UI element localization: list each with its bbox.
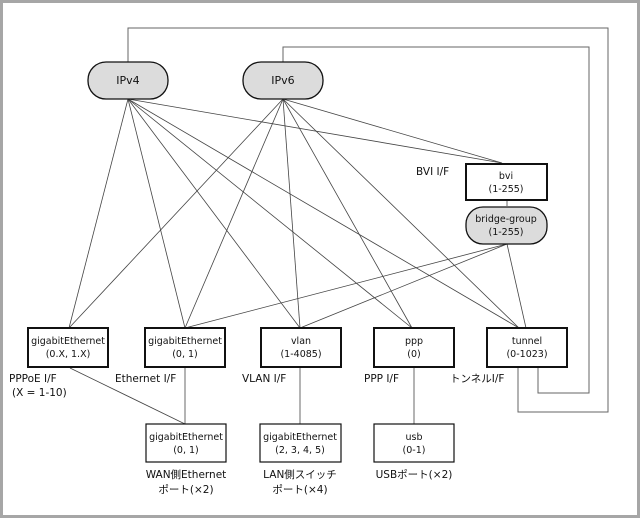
- edge-ipv6-vlan: [282, 98, 301, 329]
- node-tunnel-range: (0-1023): [506, 349, 547, 360]
- node-vlan-range: (1-4085): [280, 349, 321, 360]
- node-ge-pppoe[interactable]: gigabitEthernet (0.X, 1.X): [27, 327, 109, 368]
- node-ge-eth-range: (0, 1): [172, 349, 198, 360]
- edge-ipv4-ge-pppoe: [68, 98, 129, 329]
- node-lan-range: (2, 3, 4, 5): [275, 445, 325, 456]
- node-bridge-name: bridge-group: [475, 214, 537, 225]
- caption-usb: USBポート(×2): [376, 469, 453, 481]
- node-ipv6[interactable]: IPv6: [242, 61, 324, 100]
- node-lan-name: gigabitEthernet: [263, 432, 337, 443]
- node-ge-eth[interactable]: gigabitEthernet (0, 1): [144, 327, 226, 368]
- caption-lan-2: ポート(×4): [272, 484, 327, 496]
- node-vlan[interactable]: vlan (1-4085): [260, 327, 342, 368]
- caption-vlan: VLAN I/F: [242, 373, 286, 385]
- caption-ethernet: Ethernet I/F: [115, 373, 176, 385]
- edge-bridge-vlan: [299, 243, 508, 329]
- edge-ipv4-vlan: [127, 98, 301, 329]
- edge-ipv6-bvi: [282, 98, 503, 164]
- caption-bvi: BVI I/F: [416, 166, 449, 178]
- node-usb-range: (0-1): [403, 445, 426, 456]
- node-tunnel[interactable]: tunnel (0-1023): [486, 327, 568, 368]
- caption-wan-2: ポート(×2): [158, 484, 213, 496]
- node-ppp-name: ppp: [405, 336, 423, 347]
- edge-bridge-tunnel: [506, 243, 527, 329]
- node-ge-eth-name: gigabitEthernet: [148, 336, 222, 347]
- node-bridge-group[interactable]: bridge-group (1-255): [465, 206, 548, 245]
- edge-ipv6-ge-eth: [184, 98, 284, 329]
- edge-ipv6-ge-pppoe: [68, 98, 284, 329]
- node-tunnel-name: tunnel: [512, 336, 542, 347]
- edge-ipv4-bvi: [127, 98, 503, 164]
- edge-ipv6-ppp: [282, 98, 413, 329]
- node-ipv4-label: IPv4: [116, 74, 139, 87]
- node-wan-port[interactable]: gigabitEthernet (0, 1): [145, 423, 227, 463]
- node-wan-range: (0, 1): [173, 445, 199, 456]
- edge-ipv6-tunnel: [282, 98, 520, 329]
- edge-ipv4-tunnel: [127, 98, 520, 329]
- node-ipv6-label: IPv6: [271, 74, 294, 87]
- node-bvi-name: bvi: [499, 171, 513, 182]
- node-ppp-range: (0): [407, 349, 420, 360]
- node-ipv4[interactable]: IPv4: [87, 61, 169, 100]
- node-bvi[interactable]: bvi (1-255): [465, 163, 548, 201]
- caption-ppp: PPP I/F: [364, 373, 399, 385]
- edge-ipv6-tunnel-loop: [282, 46, 590, 394]
- caption-pppoe-range: (X = 1-10): [12, 387, 67, 399]
- node-lan-port[interactable]: gigabitEthernet (2, 3, 4, 5): [259, 423, 342, 463]
- edge-bridge-ge-eth: [184, 243, 508, 329]
- node-usb-name: usb: [405, 432, 422, 443]
- caption-tunnel: トンネルI/F: [450, 373, 504, 385]
- edge-ipv4-tunnel-loop: [127, 27, 609, 413]
- caption-lan-1: LAN側スイッチ: [263, 468, 337, 481]
- edge-ipv4-ge-eth: [127, 98, 186, 329]
- node-ge-pppoe-name: gigabitEthernet: [31, 336, 105, 347]
- node-ppp[interactable]: ppp (0): [373, 327, 455, 368]
- node-bridge-range: (1-255): [488, 227, 523, 238]
- node-ge-pppoe-range: (0.X, 1.X): [46, 349, 91, 360]
- caption-wan-1: WAN側Ethernet: [146, 468, 227, 481]
- node-wan-name: gigabitEthernet: [149, 432, 223, 443]
- edge-ipv4-ppp: [127, 98, 413, 329]
- caption-pppoe: PPPoE I/F: [9, 373, 57, 385]
- node-bvi-range: (1-255): [488, 184, 523, 195]
- node-vlan-name: vlan: [291, 336, 311, 347]
- node-usb-port[interactable]: usb (0-1): [373, 423, 455, 463]
- edge-ge-pppoe-wan: [69, 367, 186, 425]
